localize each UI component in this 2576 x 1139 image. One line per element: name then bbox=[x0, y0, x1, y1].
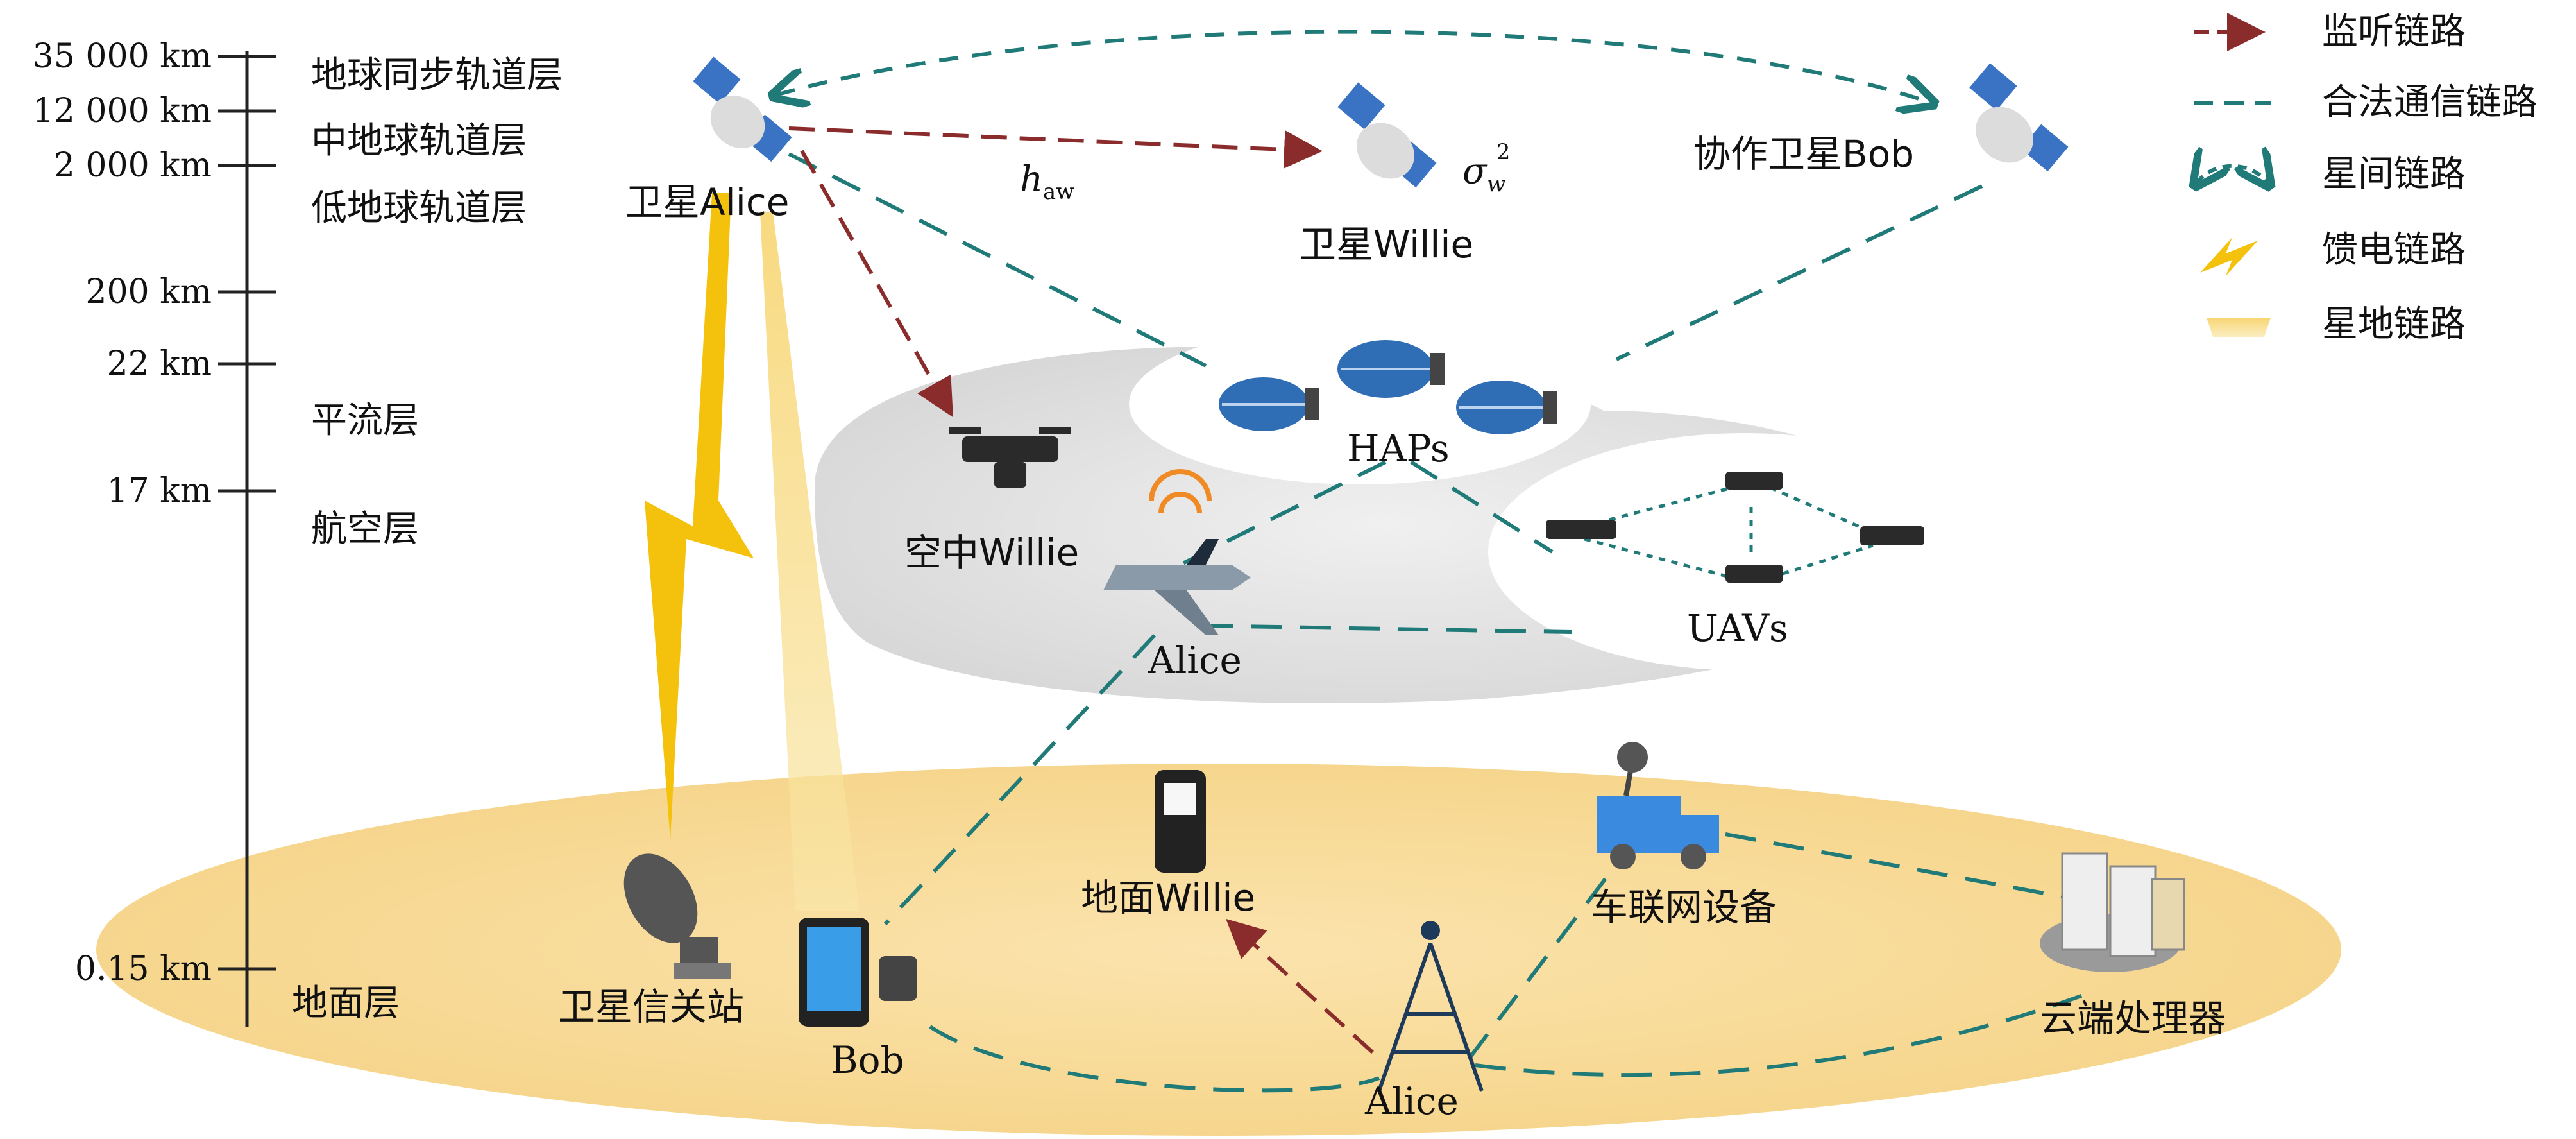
ground-willie-device-icon bbox=[1155, 770, 1206, 873]
legend-intersat: 星间链路 bbox=[2322, 153, 2466, 195]
haps-region bbox=[1129, 324, 1591, 484]
satellite-willie-icon bbox=[1337, 82, 1437, 188]
channel-h-aw-label: haw bbox=[1020, 158, 1074, 205]
legend-legit: 合法通信链路 bbox=[2322, 81, 2538, 123]
node-label-air-alice: Alice bbox=[1148, 638, 1242, 682]
altitude-label: 35 000 km bbox=[32, 37, 212, 76]
layer-label-leo: 低地球轨道层 bbox=[311, 187, 527, 229]
legend-eavesdrop: 监听链路 bbox=[2322, 11, 2466, 53]
legend-satground: 星地链路 bbox=[2322, 304, 2466, 345]
feeder-link bbox=[645, 193, 754, 841]
altitude-label: 17 km bbox=[106, 472, 212, 510]
satellite-bob-icon bbox=[1969, 63, 2069, 172]
altitude-label: 200 km bbox=[85, 273, 212, 311]
layer-label-geo: 地球同步轨道层 bbox=[311, 55, 563, 96]
node-label-cloud: 云端处理器 bbox=[2040, 997, 2226, 1040]
node-label-sat-bob: 协作卫星Bob bbox=[1693, 132, 1915, 176]
ground-alice-tower-icon bbox=[1377, 921, 1484, 1092]
ground-layer-region bbox=[96, 764, 2341, 1136]
vehicle-icon bbox=[1597, 742, 1719, 869]
node-label-uavs: UAVs bbox=[1687, 606, 1788, 650]
legend-feeder: 馈电链路 bbox=[2322, 229, 2466, 271]
node-label-haps: HAPs bbox=[1347, 427, 1450, 470]
satellite-alice-icon bbox=[693, 56, 792, 162]
uavs-region bbox=[1488, 433, 2001, 671]
gateway-dish-icon bbox=[623, 853, 731, 979]
airplane-alice-icon bbox=[1103, 469, 1251, 635]
air-willie-drone-icon bbox=[949, 427, 1071, 488]
uavs-icon bbox=[1546, 472, 1924, 583]
haps-icon bbox=[1219, 340, 1557, 434]
noise-sigma-label: σw2 bbox=[1462, 139, 1511, 196]
node-label-sat-alice: 卫星Alice bbox=[625, 180, 790, 224]
layer-label-aviation: 航空层 bbox=[311, 508, 419, 550]
legend-graphics bbox=[2194, 13, 2271, 337]
altitude-label: 2 000 km bbox=[53, 146, 212, 185]
altitude-label: 22 km bbox=[106, 345, 212, 383]
layer-label-meo: 中地球轨道层 bbox=[311, 120, 527, 162]
node-label-ground-willie: 地面Willie bbox=[1081, 876, 1256, 920]
node-label-gateway: 卫星信关站 bbox=[558, 985, 745, 1029]
ground-bob-device-icon bbox=[799, 918, 917, 1027]
node-label-ground-alice: Alice bbox=[1365, 1079, 1459, 1123]
node-label-ground-bob: Bob bbox=[831, 1038, 904, 1082]
altitude-label: 12 000 km bbox=[32, 92, 212, 130]
layer-label-stratosphere: 平流层 bbox=[311, 400, 419, 441]
cloud-processor-icon bbox=[2040, 852, 2185, 972]
layer-label-ground: 地面层 bbox=[292, 982, 400, 1024]
node-label-sat-willie: 卫星Willie bbox=[1299, 223, 1474, 266]
satground-beam bbox=[760, 212, 860, 911]
altitude-label: 0.15 km bbox=[74, 950, 212, 988]
node-label-vehicle: 车联网设备 bbox=[1591, 886, 1777, 929]
intersat-link bbox=[776, 30, 1931, 103]
node-label-air-willie: 空中Willie bbox=[904, 531, 1080, 574]
